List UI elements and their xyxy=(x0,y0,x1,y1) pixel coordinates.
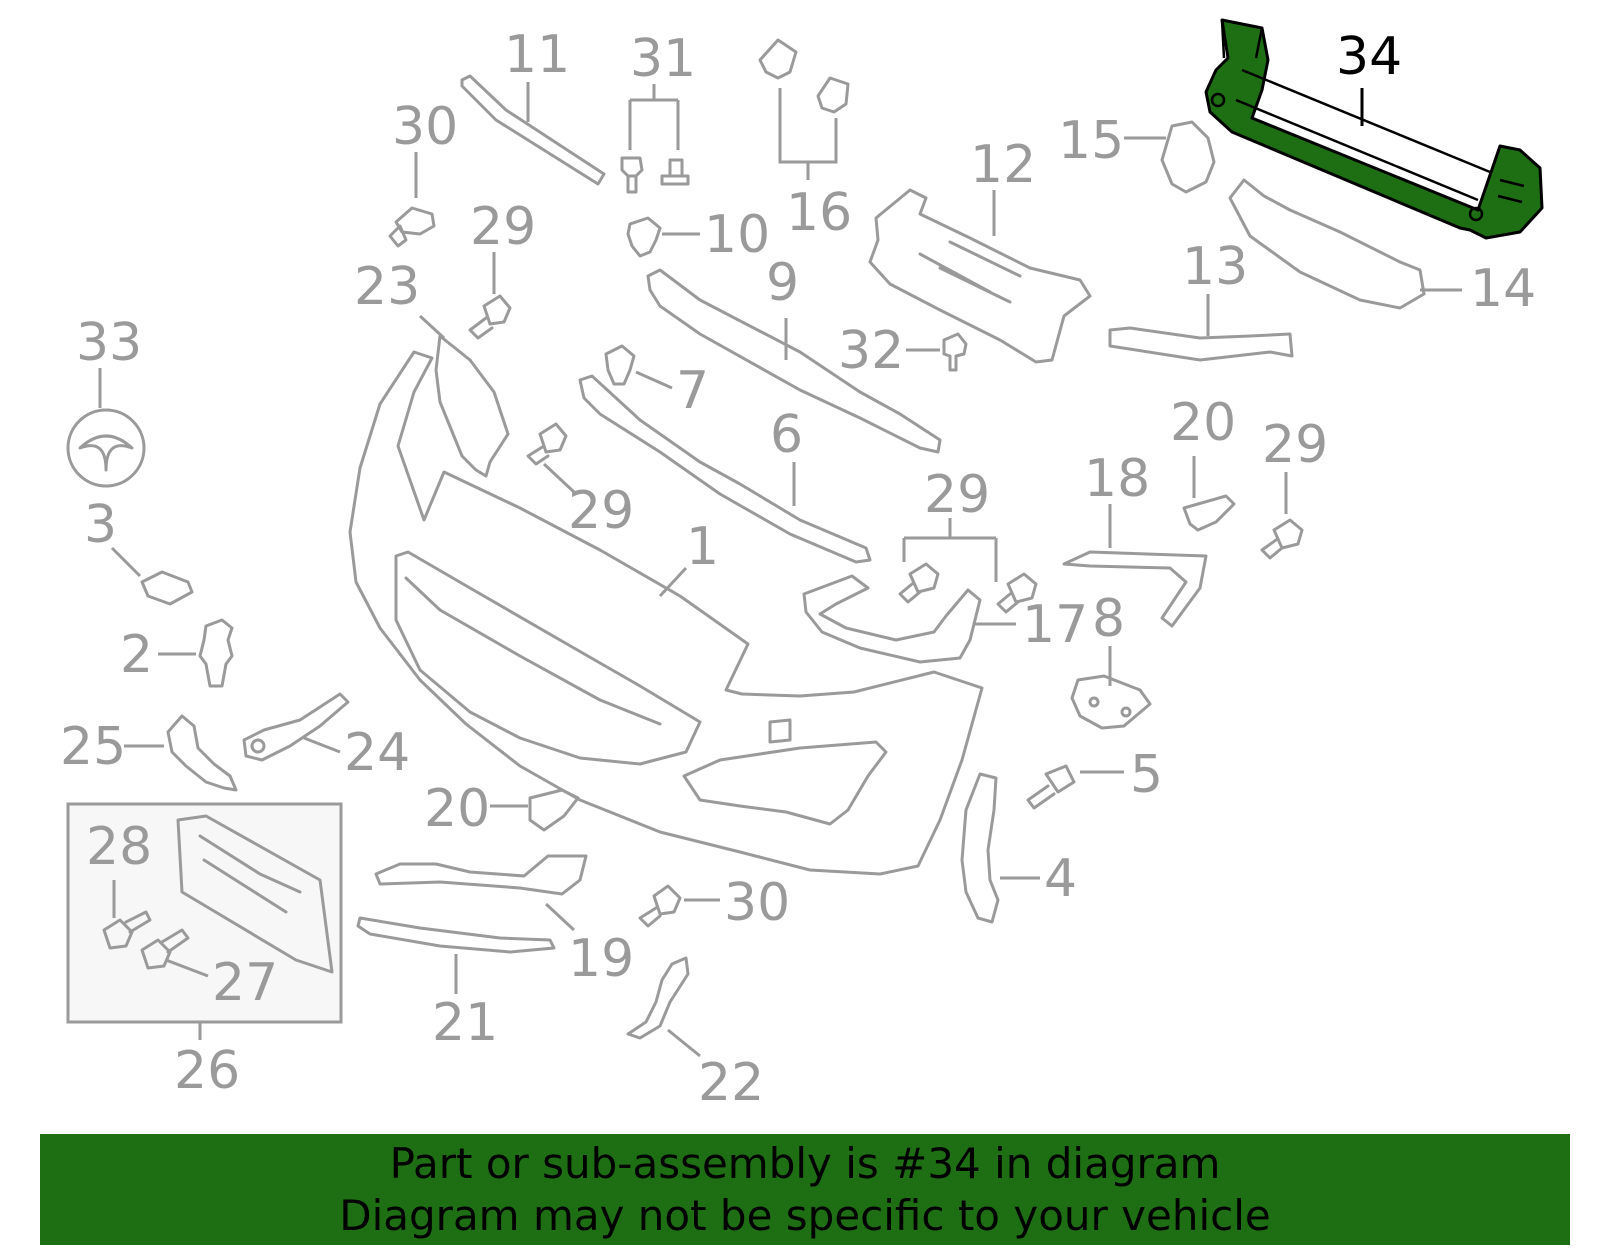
leader-22 xyxy=(667,1028,701,1058)
label-12[interactable]: 12 xyxy=(970,135,1036,195)
label-29-c[interactable]: 29 xyxy=(924,465,990,525)
label-22[interactable]: 22 xyxy=(698,1053,764,1113)
part-13-strip[interactable] xyxy=(1108,326,1294,362)
part-1-bumper-cover[interactable] xyxy=(348,350,984,876)
leader-1 xyxy=(658,566,688,598)
label-9[interactable]: 9 xyxy=(766,253,799,313)
leader-31 xyxy=(628,84,680,150)
label-1[interactable]: 1 xyxy=(686,517,719,577)
part-34-reinforcement[interactable] xyxy=(1204,18,1544,240)
banner-line-1: Part or sub-assembly is #34 in diagram xyxy=(389,1138,1221,1188)
part-5-bolt[interactable] xyxy=(1026,764,1076,810)
label-4[interactable]: 4 xyxy=(1044,849,1077,909)
part-28-bolt[interactable] xyxy=(102,910,152,950)
part-29-bolts-pair[interactable] xyxy=(898,562,1038,614)
leader-7 xyxy=(635,370,673,390)
info-banner: Part or sub-assembly is #34 in diagram D… xyxy=(40,1134,1570,1245)
part-6-bracket[interactable] xyxy=(578,374,872,564)
part-14-absorber[interactable] xyxy=(1228,178,1426,310)
label-25[interactable]: 25 xyxy=(60,717,126,777)
label-31[interactable]: 31 xyxy=(630,29,696,89)
leader-24 xyxy=(303,736,341,754)
label-34[interactable]: 34 xyxy=(1336,27,1402,87)
part-20-bracket-right[interactable] xyxy=(1182,494,1236,532)
label-29-d[interactable]: 29 xyxy=(1262,415,1328,475)
label-7[interactable]: 7 xyxy=(676,361,709,421)
part-25-bracket[interactable] xyxy=(166,714,238,792)
label-15[interactable]: 15 xyxy=(1058,111,1124,171)
leader-3 xyxy=(110,546,142,578)
label-20-right[interactable]: 20 xyxy=(1170,393,1236,453)
label-2[interactable]: 2 xyxy=(120,625,153,685)
part-4-side-bracket[interactable] xyxy=(960,772,1000,924)
label-3[interactable]: 3 xyxy=(84,495,117,555)
label-21[interactable]: 21 xyxy=(432,993,498,1053)
label-30-lower[interactable]: 30 xyxy=(724,873,790,933)
part-22-corner-piece[interactable] xyxy=(626,956,690,1040)
label-20-left[interactable]: 20 xyxy=(424,779,490,839)
part-10-clip[interactable] xyxy=(626,216,662,258)
part-17-fog-surround[interactable] xyxy=(802,574,982,664)
label-13[interactable]: 13 xyxy=(1182,237,1248,297)
part-30-bolt-lower[interactable] xyxy=(638,884,682,928)
part-20-bracket-left[interactable] xyxy=(528,788,580,832)
part-2-clip[interactable] xyxy=(198,618,234,688)
banner-line-2: Diagram may not be specific to your vehi… xyxy=(339,1190,1271,1240)
label-24[interactable]: 24 xyxy=(344,723,410,783)
leader-23 xyxy=(418,314,446,340)
part-31-screws[interactable] xyxy=(620,156,690,194)
label-28[interactable]: 28 xyxy=(86,817,152,877)
part-29-bolt-b[interactable] xyxy=(526,422,568,466)
label-32[interactable]: 32 xyxy=(838,321,904,381)
part-12-absorber[interactable] xyxy=(868,188,1092,364)
label-17[interactable]: 17 xyxy=(1022,595,1088,655)
label-14[interactable]: 14 xyxy=(1470,259,1536,319)
label-19[interactable]: 19 xyxy=(568,929,634,989)
part-29-bolt-d[interactable] xyxy=(1260,518,1304,560)
part-7-clip[interactable] xyxy=(604,344,636,386)
part-11-molding[interactable] xyxy=(460,74,606,186)
part-21-lower-strip[interactable] xyxy=(356,916,556,954)
part-18-molding[interactable] xyxy=(1062,550,1208,628)
label-10[interactable]: 10 xyxy=(704,205,770,265)
part-8-bracket[interactable] xyxy=(1070,674,1152,730)
leader-19 xyxy=(544,902,576,932)
label-23[interactable]: 23 xyxy=(354,257,420,317)
label-26[interactable]: 26 xyxy=(174,1041,240,1101)
leader-27 xyxy=(165,958,209,978)
leader-16 xyxy=(778,88,838,180)
part-16-clips[interactable] xyxy=(758,38,850,114)
label-29-a[interactable]: 29 xyxy=(470,197,536,257)
label-5[interactable]: 5 xyxy=(1130,745,1163,805)
part-24-tow-strap[interactable] xyxy=(242,692,350,762)
part-29-bolt-a[interactable] xyxy=(468,294,512,340)
part-19-grille-strip[interactable] xyxy=(374,854,588,896)
part-33-emblem[interactable] xyxy=(66,408,146,488)
part-15-bracket[interactable] xyxy=(1160,120,1216,194)
part-3-nut[interactable] xyxy=(140,570,194,606)
part-30-bolt-upper[interactable] xyxy=(388,206,436,248)
label-29-b[interactable]: 29 xyxy=(568,481,634,541)
label-27[interactable]: 27 xyxy=(212,953,278,1013)
part-32-bolt[interactable] xyxy=(942,332,968,372)
leader-29-b xyxy=(542,462,576,494)
part-23-bracket[interactable] xyxy=(434,334,510,478)
label-6[interactable]: 6 xyxy=(770,405,803,465)
label-8[interactable]: 8 xyxy=(1092,589,1125,649)
leader-29-pair xyxy=(902,518,998,582)
label-30-upper[interactable]: 30 xyxy=(392,97,458,157)
part-9-bracket[interactable] xyxy=(646,268,942,454)
label-16[interactable]: 16 xyxy=(786,183,852,243)
label-18[interactable]: 18 xyxy=(1084,449,1150,509)
label-11[interactable]: 11 xyxy=(504,25,570,85)
label-33[interactable]: 33 xyxy=(76,313,142,373)
